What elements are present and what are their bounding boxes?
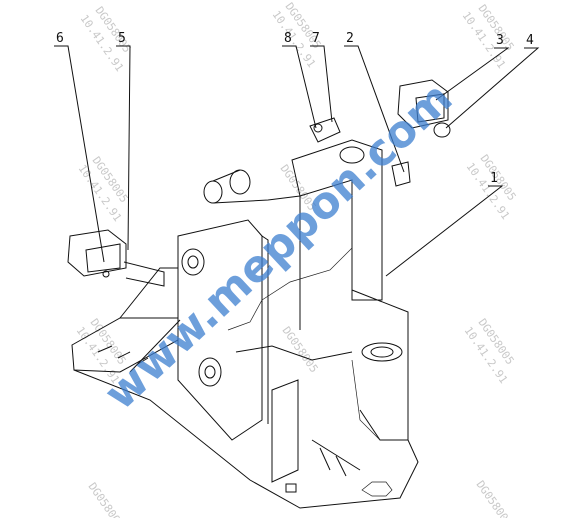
frame-left-gusset bbox=[119, 267, 181, 373]
callout-3: 3 bbox=[496, 33, 504, 48]
right-lamp-mount-plate bbox=[391, 161, 411, 187]
frame-rear-tower bbox=[291, 139, 383, 301]
frame-cross-member bbox=[212, 169, 301, 204]
left-lamp-housing bbox=[67, 229, 127, 277]
callout-1: 1 bbox=[490, 171, 498, 186]
sensor-bracket-plate bbox=[309, 117, 341, 143]
right-lamp-assembly bbox=[391, 79, 451, 187]
frame-bottom-block bbox=[285, 483, 297, 493]
frame-pin-boss-lower bbox=[198, 357, 222, 387]
frame-harness-lower bbox=[351, 359, 381, 441]
leader-2 bbox=[344, 45, 405, 173]
leader-lines bbox=[54, 45, 540, 277]
frame-pin-boss-upper bbox=[181, 248, 205, 276]
leader-5 bbox=[116, 45, 131, 251]
frame-floor-ribs bbox=[311, 439, 361, 477]
left-lamp-lens bbox=[85, 243, 121, 273]
callout-labels: 6 5 8 7 2 3 4 1 bbox=[56, 31, 534, 186]
wiring-harness bbox=[227, 247, 353, 331]
leader-8 bbox=[282, 45, 317, 129]
callout-6: 6 bbox=[56, 31, 64, 46]
frame-base-edge bbox=[73, 369, 419, 509]
frame-mid-pin-boss bbox=[229, 169, 251, 195]
callout-7: 7 bbox=[312, 31, 320, 46]
frame-drain-plate bbox=[361, 481, 393, 497]
left-lamp-bolt bbox=[102, 270, 110, 278]
callout-2: 2 bbox=[346, 31, 354, 46]
right-lamp-lens bbox=[415, 93, 445, 123]
leader-1 bbox=[385, 185, 504, 277]
watermark-code: DG058005 bbox=[474, 478, 515, 518]
callout-8: 8 bbox=[284, 31, 292, 46]
frame-pin-hole-upper bbox=[187, 255, 199, 269]
frame-left-plate-edge bbox=[177, 235, 269, 424]
right-lamp-housing bbox=[397, 79, 449, 129]
frame-mid-bracket bbox=[235, 345, 353, 361]
frame-right-plate bbox=[351, 289, 409, 441]
left-lamp-assembly bbox=[67, 229, 165, 287]
watermark-site: www.meppon.com bbox=[95, 72, 463, 420]
sensor-switch bbox=[313, 123, 323, 133]
callout-5: 5 bbox=[118, 31, 126, 46]
callout-4: 4 bbox=[526, 33, 534, 48]
frame-lower-box bbox=[271, 379, 299, 483]
frame-steering-mount bbox=[361, 342, 403, 362]
frame-pin-hole-lower bbox=[204, 365, 216, 379]
sensor-bracket bbox=[309, 117, 341, 143]
leader-7 bbox=[310, 45, 333, 123]
frame-base-holes bbox=[97, 345, 149, 365]
frame-left-pin-boss bbox=[203, 180, 223, 204]
leader-3 bbox=[435, 47, 510, 101]
frame-steering-hole bbox=[370, 346, 394, 358]
watermark-code: DG058005 bbox=[86, 480, 127, 518]
leader-4 bbox=[445, 47, 540, 129]
leader-6 bbox=[54, 45, 105, 263]
right-lamp-gasket bbox=[433, 122, 451, 138]
front-frame bbox=[71, 139, 419, 509]
left-lamp-bracket bbox=[123, 261, 165, 287]
watermark-code: DG058005 bbox=[280, 324, 321, 375]
frame-rear-pin-boss bbox=[339, 146, 365, 164]
frame-rear-tower-edge bbox=[299, 180, 353, 330]
